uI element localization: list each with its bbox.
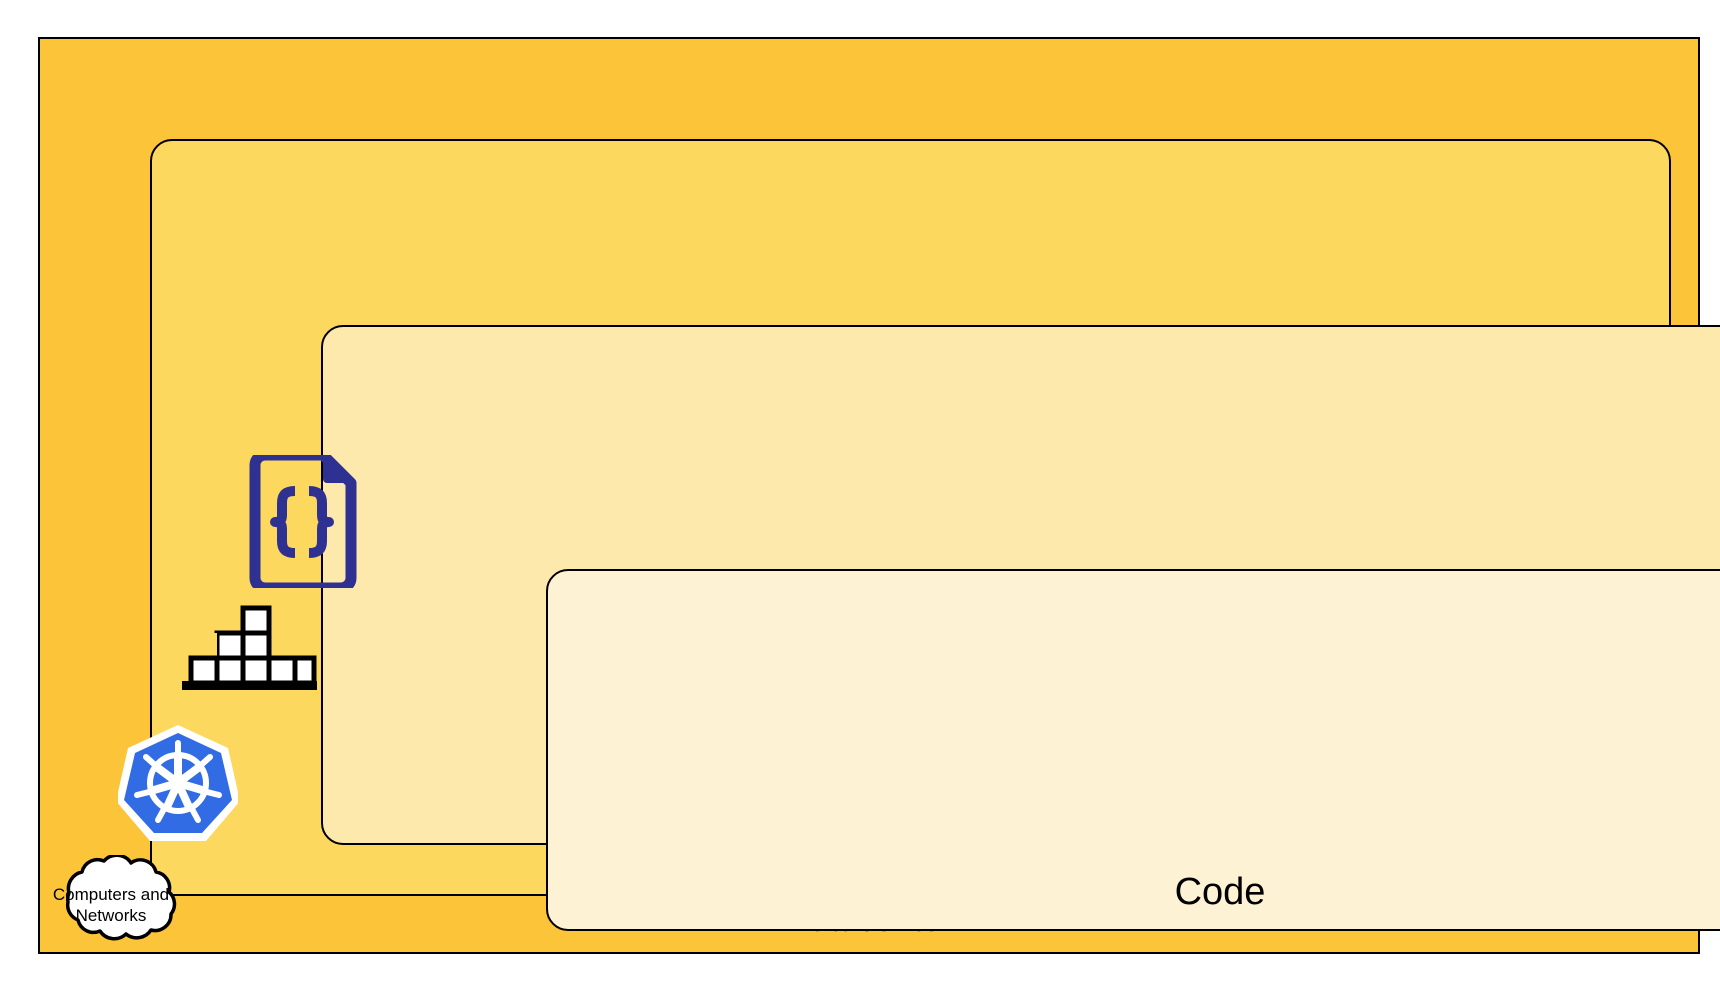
layer-code[interactable]: Code	[546, 569, 1720, 931]
container-stacked-boxes-icon	[182, 605, 317, 690]
kubernetes-helm-wheel-icon	[116, 723, 240, 843]
layer-cluster[interactable]: Cluster Container Code	[150, 139, 1720, 931]
cloud-shape-icon	[65, 855, 177, 941]
layer-container[interactable]: Container Code	[321, 325, 1720, 931]
layer-code-label: Code	[1174, 871, 1266, 914]
computers-and-networks-cloud-callout[interactable]: Computers and Networks	[35, 855, 187, 955]
layer-datacenter[interactable]: Cloud/Co-Lo/Corporate Datacenter Cluster…	[38, 37, 1720, 954]
code-file-braces-icon	[243, 449, 361, 594]
